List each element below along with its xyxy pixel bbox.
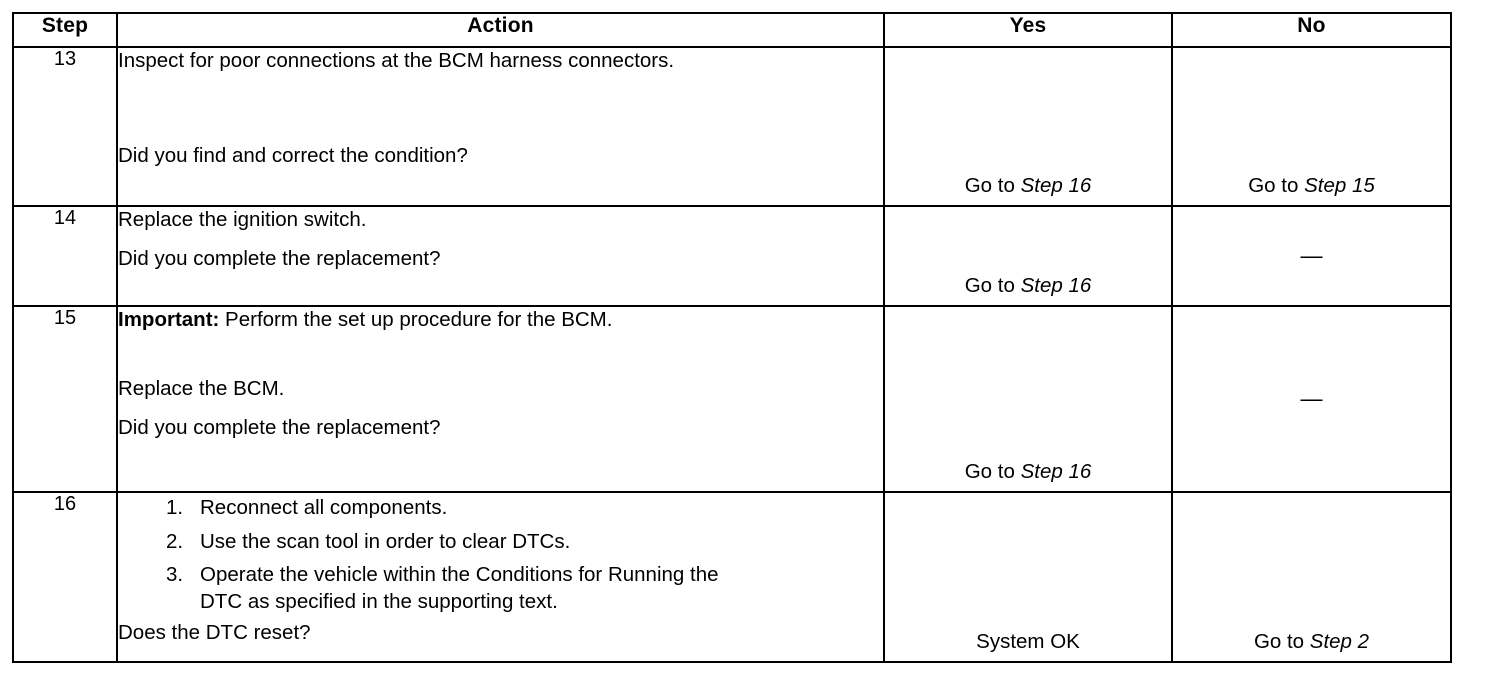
action-text: Replace the ignition switch. <box>118 208 367 231</box>
action-cell: Important: Perform the set up procedure … <box>116 305 885 493</box>
action-question: Did you complete the replacement? <box>118 247 441 270</box>
step-reference: Step 15 <box>1304 174 1375 197</box>
column-header-yes: Yes <box>883 12 1173 48</box>
list-item: Reconnect all components. <box>166 495 448 521</box>
table-header-row: Step Action Yes No <box>12 12 1452 48</box>
step-number-cell: 15 <box>12 305 118 493</box>
action-question: Did you find and correct the condition? <box>118 144 468 167</box>
no-result-dash: — <box>1300 243 1323 268</box>
list-item-line1: Operate the vehicle within the Condition… <box>200 563 719 587</box>
no-result-text: Go to Step 15 <box>1173 174 1450 198</box>
goto-label: Go to <box>964 174 1021 197</box>
action-cell: Inspect for poor connections at the BCM … <box>116 46 885 207</box>
no-result-cell: — <box>1171 305 1452 493</box>
step-reference: Step 2 <box>1309 630 1370 653</box>
yes-result-text: System OK <box>976 630 1080 653</box>
no-result-dash: — <box>1300 386 1323 411</box>
procedure-list: Reconnect all components. Use the scan t… <box>118 495 883 616</box>
step-reference: Step 16 <box>1020 274 1092 297</box>
action-text: Inspect for poor connections at the BCM … <box>118 49 675 72</box>
step-reference: Step 16 <box>1020 460 1092 483</box>
table-row: 14 Replace the ignition switch. Did you … <box>12 205 1452 307</box>
yes-result-cell: Go to Step 16 <box>883 305 1173 493</box>
important-note: Important: Perform the set up procedure … <box>118 307 883 332</box>
important-text: Perform the set up procedure for the BCM… <box>219 308 613 331</box>
no-result-cell: — <box>1171 205 1452 307</box>
yes-result-cell: Go to Step 16 <box>883 46 1173 207</box>
important-label: Important: <box>118 308 220 331</box>
spacer <box>118 332 883 376</box>
step-number-cell: 16 <box>12 491 118 663</box>
step-reference: Step 16 <box>1020 174 1092 197</box>
action-question: Does the DTC reset? <box>118 620 311 644</box>
goto-label: Go to <box>964 274 1021 297</box>
yes-result-cell: System OK <box>883 491 1173 663</box>
table-row: 15 Important: Perform the set up procedu… <box>12 305 1452 493</box>
spacer <box>118 401 883 415</box>
action-text: Replace the BCM. <box>118 377 285 400</box>
action-cell: Reconnect all components. Use the scan t… <box>116 491 885 663</box>
column-header-action: Action <box>116 12 885 48</box>
table-row: 16 Reconnect all components. Use the sca… <box>12 491 1452 663</box>
list-item: Operate the vehicle within the Condition… <box>166 562 883 615</box>
column-header-no: No <box>1171 12 1452 48</box>
spacer <box>118 232 883 246</box>
column-header-step: Step <box>12 12 118 48</box>
list-item: Use the scan tool in order to clear DTCs… <box>166 529 571 555</box>
step-number-cell: 13 <box>12 46 118 207</box>
diagnostic-table: Step Action Yes No 13 Inspect for poor c… <box>12 12 1452 663</box>
action-cell: Replace the ignition switch. Did you com… <box>116 205 885 307</box>
no-result-text: Go to Step 2 <box>1173 630 1450 654</box>
yes-result-text: Go to Step 16 <box>885 274 1171 298</box>
no-result-cell: Go to Step 2 <box>1171 491 1452 663</box>
goto-label: Go to <box>1253 630 1310 653</box>
step-number-cell: 14 <box>12 205 118 307</box>
yes-result-text: Go to Step 16 <box>885 460 1171 484</box>
goto-label: Go to <box>964 460 1021 483</box>
spacer <box>118 73 883 143</box>
action-question: Did you complete the replacement? <box>118 416 441 439</box>
yes-result-cell: Go to Step 16 <box>883 205 1173 307</box>
goto-label: Go to <box>1248 174 1305 197</box>
no-result-cell: Go to Step 15 <box>1171 46 1452 207</box>
yes-result-text: Go to Step 16 <box>885 174 1171 198</box>
list-item-line2: DTC as specified in the supporting text. <box>200 589 558 613</box>
table-row: 13 Inspect for poor connections at the B… <box>12 46 1452 207</box>
